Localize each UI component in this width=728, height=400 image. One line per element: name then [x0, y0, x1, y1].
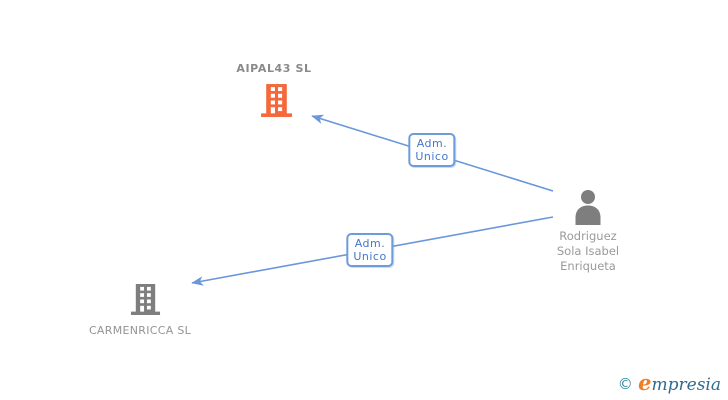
node-label-aipal43: AIPAL43 SL [236, 62, 312, 75]
edge-label-adm-unico-1: Adm. Unico [408, 133, 456, 167]
building-icon[interactable] [259, 84, 294, 117]
edge-label-line1: Adm. [354, 237, 386, 250]
edge-label-adm-unico-2: Adm. Unico [346, 233, 394, 267]
edge-label-line2: Unico [353, 250, 387, 263]
node-label-carmenricca: CARMENRICCA SL [88, 324, 192, 337]
person-name-line1: Rodriguez [559, 229, 617, 243]
edge-label-line2: Unico [415, 150, 449, 163]
empresia-watermark: © empresia [618, 370, 721, 395]
empresia-logo-initial: e [638, 370, 652, 395]
empresia-logo-text: mpresia [651, 375, 722, 395]
person-name-line2: Sola Isabel [556, 244, 620, 258]
edge-label-line1: Adm. [416, 137, 448, 150]
person-name-line3: Enriqueta [560, 259, 616, 273]
building-icon[interactable] [129, 284, 162, 315]
copyright-icon: © [617, 375, 633, 393]
person-icon[interactable] [571, 189, 605, 225]
node-label-person: Rodriguez Sola Isabel Enriqueta [557, 229, 619, 274]
